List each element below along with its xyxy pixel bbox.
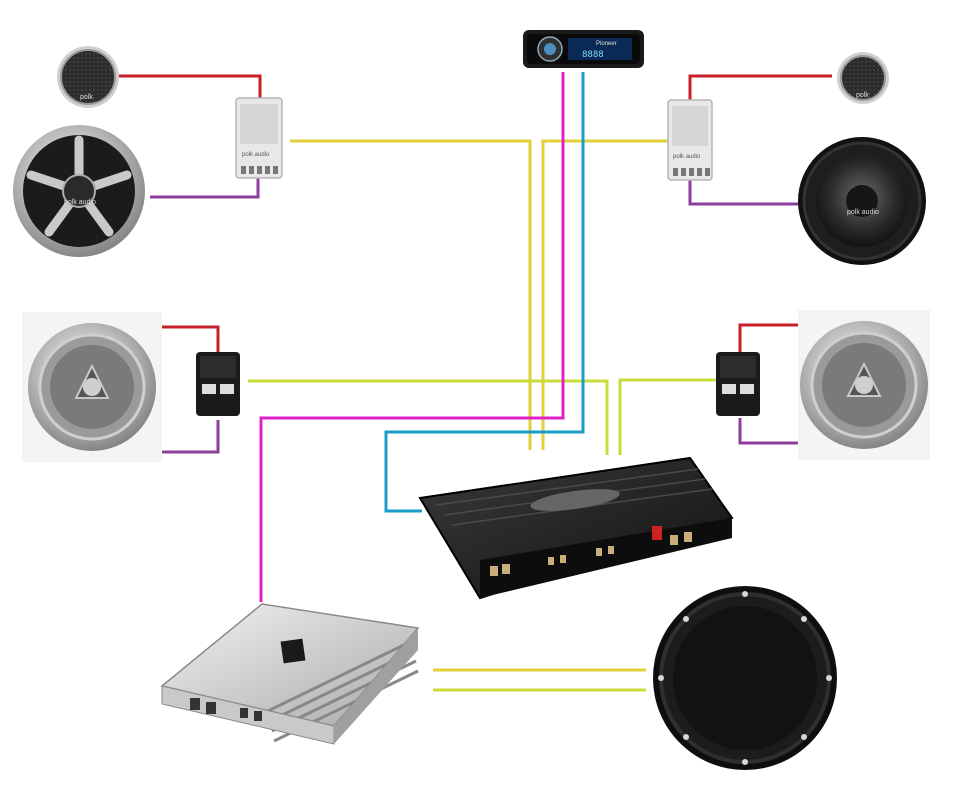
wire-rl-minus — [137, 420, 220, 454]
head-unit-display: 8888 — [582, 50, 604, 60]
head-unit: Pioneer 8888 — [523, 30, 644, 68]
wire-front-right-signal — [541, 139, 668, 450]
fr-midbass-brand: polk audio — [847, 209, 879, 216]
rear-left-coaxial — [22, 312, 162, 462]
rear-right-crossover — [716, 352, 760, 416]
head-unit-brand: Pioneer — [596, 41, 617, 47]
subwoofer — [653, 586, 837, 770]
wire-rr-minus — [738, 418, 822, 445]
rear-right-coaxial — [798, 310, 930, 460]
fl-midbass-brand: polk audio — [64, 199, 96, 206]
front-left-midbass: polk audio — [13, 125, 145, 257]
wire-fr-midbass — [688, 180, 800, 206]
rear-left-crossover — [196, 352, 240, 416]
wire-front-left-signal — [290, 139, 532, 450]
wire-fl-midbass — [150, 178, 260, 199]
wire-rr-plus — [738, 323, 818, 352]
fl-crossover-brand: polk audio — [242, 152, 270, 158]
front-right-crossover: polk audio — [667, 99, 713, 181]
wire-remote-rca — [384, 72, 585, 513]
fr-crossover-brand: polk audio — [673, 154, 701, 160]
wire-sub-rca — [259, 72, 565, 602]
wire-fr-tweeter — [688, 74, 832, 102]
front-right-midbass: polk audio — [798, 137, 926, 265]
fr-tweeter-brand: polk — [856, 92, 869, 99]
wire-rear-right-signal — [618, 378, 716, 455]
mono-amp — [160, 603, 420, 745]
wire-rl-plus — [137, 325, 220, 352]
wire-rear-left-signal — [248, 379, 609, 455]
four-channel-amp — [418, 456, 734, 600]
fl-tweeter-brand: polk — [80, 94, 93, 101]
front-right-tweeter: polk — [837, 52, 889, 104]
wire-fl-tweeter — [118, 74, 262, 100]
front-left-tweeter: polk — [57, 46, 119, 108]
front-left-crossover: polk audio — [235, 97, 283, 179]
